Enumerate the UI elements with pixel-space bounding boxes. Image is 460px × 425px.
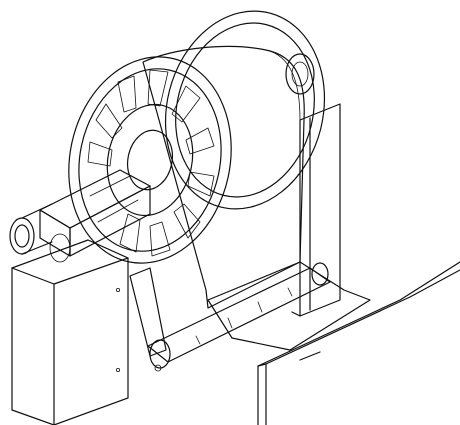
nip-roller-assembly <box>129 262 331 372</box>
core-shaft <box>9 169 151 263</box>
left-stand <box>11 239 129 425</box>
back-reel-flange <box>164 10 326 210</box>
table-surface <box>257 261 460 425</box>
paper-web <box>142 45 371 351</box>
reel-spokes <box>87 69 215 257</box>
